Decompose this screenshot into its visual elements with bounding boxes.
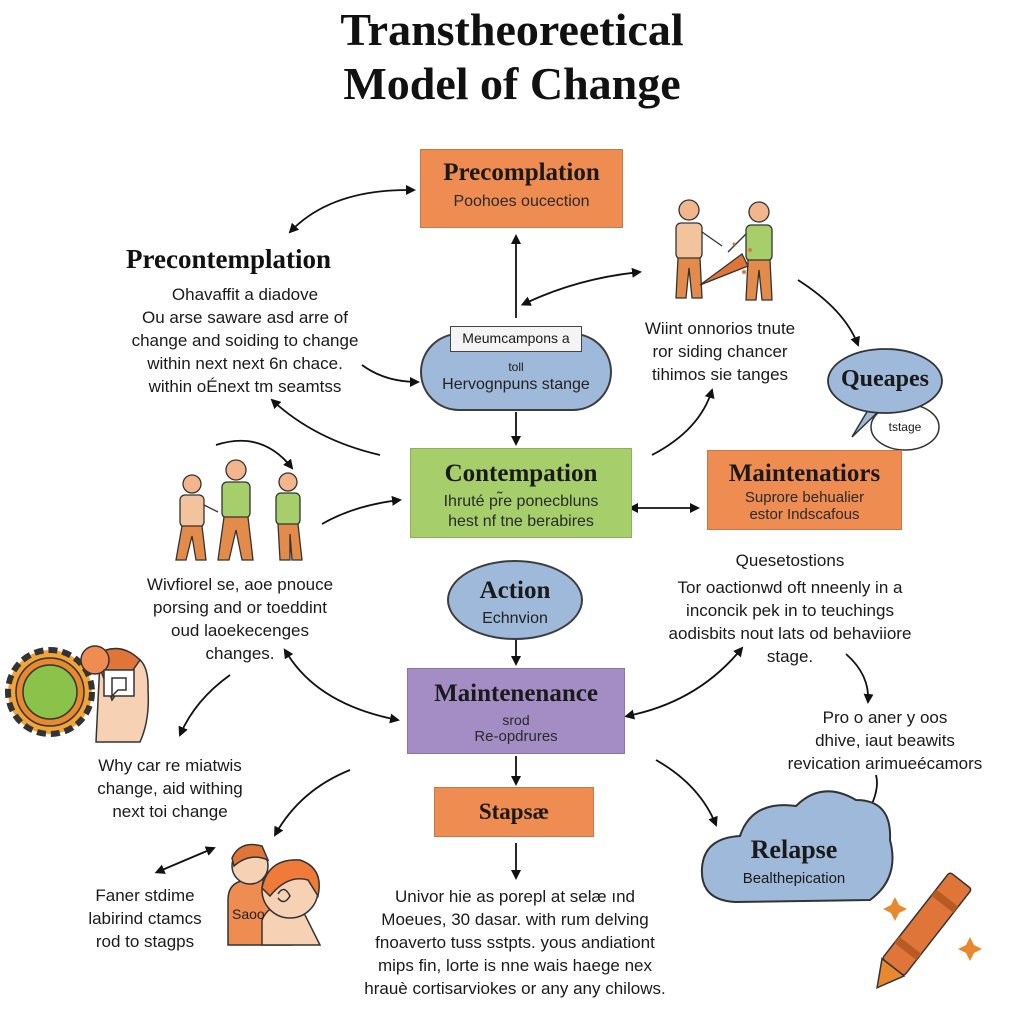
text-line: ror siding chancer: [652, 342, 788, 361]
diagram-title-line1: Transtheoreetical: [340, 4, 684, 55]
text-line: Univor hie as porepl at selæ ınd: [394, 887, 636, 906]
figure-text: Saoo: [232, 906, 265, 922]
text-line: porsing and or toeddint: [153, 598, 327, 617]
text-line: labirind ctamcs: [88, 909, 202, 928]
text-line: Faner stdime: [95, 886, 195, 905]
stage-box-maintenatiors: Maintenatiors Suprore behualier estor In…: [707, 450, 902, 530]
stage-top-heading: Precomplation: [443, 159, 600, 186]
stage-box-contemplation: Contempation Ihruté pr̃e ponecbluns hest…: [410, 448, 632, 538]
stage-top-sub: Poohoes oucection: [453, 193, 590, 210]
maintenatiors-sub1: Suprore behualier: [744, 489, 865, 506]
arrow-right-to-relapse: [867, 774, 878, 814]
text-line: mips fin, lorte is nne wais haege nex: [377, 956, 653, 975]
maintenatiors-heading: Maintenatiors: [728, 460, 881, 487]
relapse-sub: Bealthepication: [742, 870, 846, 887]
text-line: Ou arse saware asd arre of: [142, 308, 348, 327]
contemplation-sub1: Ihruté pr̃e ponecbluns: [443, 493, 599, 510]
text-line: Wivfiorel se, aoe pnouce: [146, 575, 334, 594]
text-line: change and soiding to change: [131, 331, 359, 350]
stage-box-maintenance: Maintenenance srod Re-opdrures: [407, 668, 625, 754]
right-mid-text: Quesetostions Tor oactionwd oft nneenly …: [660, 549, 920, 668]
text-line: within oÉnext tm seamtss: [148, 377, 342, 396]
blob-top-label: Meumcampons a: [450, 326, 582, 352]
text-line: revication arimueécamors: [787, 754, 983, 773]
text-line: fnoaverto tuss sstpts. yous andiationt: [375, 933, 655, 952]
blob-action: Action Echnvion: [447, 560, 583, 640]
text-line: Wiint onnorios tnute: [644, 319, 796, 338]
text-line: hrauè cortisarviokes or any any chilows.: [364, 979, 666, 998]
contemplation-heading: Contempation: [444, 460, 598, 487]
text-line: changes.: [205, 644, 275, 663]
text-line: Tor oactionwd oft nneenly in a: [677, 578, 903, 597]
maintenance-sub1: srod: [502, 712, 530, 728]
arrow-righttext-down: [845, 653, 874, 704]
stage-box-top: Precomplation Poohoes oucection: [420, 149, 623, 228]
text-line: stage.: [766, 647, 814, 666]
text-line: oud laoekecenges: [170, 621, 309, 640]
left-top-text: Ohavaffit a diadove Ou arse saware asd a…: [120, 283, 370, 398]
arrow-gear-down: [178, 674, 231, 737]
steps-heading: Stapsæ: [478, 799, 550, 824]
arrow-left-to-maint: [283, 648, 400, 724]
arrow-maint-to-relapse: [655, 759, 718, 827]
text-line: Quesetostions: [735, 551, 845, 570]
bottom-center-text: Univor hie as porepl at selæ ınd Moeues,…: [350, 885, 680, 1000]
precontemplation-heading: Precontemplation: [126, 244, 331, 274]
queapes-heading: Queapes: [840, 366, 929, 392]
contemplation-sub2: hest nf tne berabires: [448, 513, 594, 530]
text-line: aodisbits nout lats od behaviiore: [668, 624, 912, 643]
maintenance-heading: Maintenenance: [434, 680, 598, 707]
arrow-contemp-up-right: [651, 388, 715, 456]
right-low-text: Pro o aner y oos dhive, iaut beawits rev…: [775, 706, 995, 775]
arrow-maint-right: [624, 646, 744, 720]
blob-top-sub: Hervognpuns stange: [442, 376, 590, 393]
action-heading: Action: [479, 577, 551, 604]
text-line: next toi change: [112, 802, 228, 821]
text-line: Moeues, 30 dasar. with rum delving: [381, 910, 649, 929]
text-line: rod to stagps: [95, 932, 195, 951]
right-top-text: Wiint onnorios tnute ror siding chancer …: [620, 317, 820, 386]
relapse-heading: Relapse: [750, 835, 838, 864]
bottom-left-text: Faner stdime labirind ctamcs rod to stag…: [70, 884, 220, 953]
text-line: dhive, iaut beawits: [815, 731, 955, 750]
text-line: Why car re miatwis: [98, 756, 242, 775]
arrow-lefttext-to-blob: [361, 364, 420, 387]
arrow-people-to-queapes: [797, 279, 860, 347]
text-line: tihimos sie tanges: [651, 365, 789, 384]
blob-top-small: toll: [508, 360, 524, 374]
maintenance-sub2: Re-opdrures: [474, 728, 558, 745]
text-line: inconcik pek in to teuchings: [686, 601, 894, 620]
arrow-lefttext-down: [274, 769, 351, 837]
stage-box-steps: Stapsæ: [434, 787, 594, 837]
text-line: change, aid withing: [97, 779, 243, 798]
left-low-text: Why car re miatwis change, aid withing n…: [70, 754, 270, 823]
action-sub: Echnvion: [482, 610, 548, 627]
diagram-title-line2: Model of Change: [343, 58, 681, 109]
queapes-small: tstage: [888, 420, 922, 434]
text-line: within next next 6n chace.: [147, 354, 343, 373]
arrow-bottom-left-double: [154, 846, 216, 874]
arrow-people-loop: [215, 439, 294, 470]
arrow-top-left: [288, 185, 416, 234]
arrow-center-right-top: [520, 267, 642, 306]
maintenatiors-sub2: estor Indscafous: [749, 506, 860, 523]
left-mid-text: Wivfiorel se, aoe pnouce porsing and or …: [130, 573, 350, 665]
arrow-people-to-contemp: [321, 495, 402, 525]
text-line: Ohavaffit a diadove: [171, 285, 319, 304]
arrow-contemp-up-left: [270, 398, 381, 456]
text-line: Pro o aner y oos: [822, 708, 948, 727]
